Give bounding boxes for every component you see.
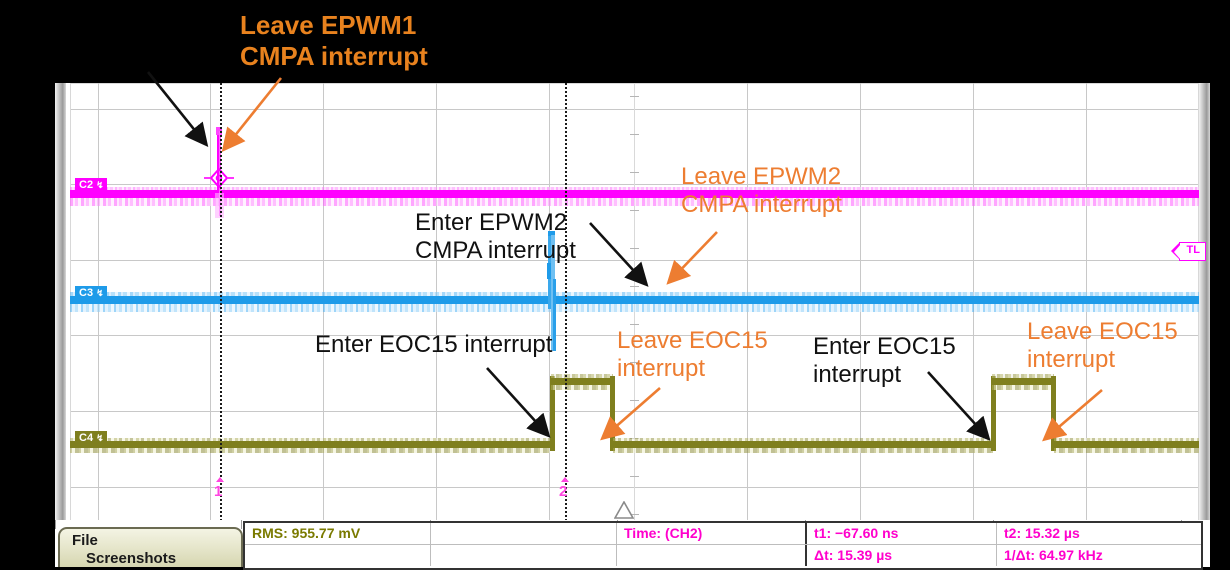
annotation-leave-eoc15-right: Leave EOC15 interrupt bbox=[1027, 318, 1178, 373]
measurement-rms: RMS: 955.77 mV bbox=[245, 523, 431, 544]
annotation-leave-eoc15-left: Leave EOC15 interrupt bbox=[617, 327, 768, 382]
channel-tag-c3-label: C3 bbox=[79, 287, 94, 299]
right-scroll-rail[interactable] bbox=[1199, 83, 1210, 521]
annotation-leave-epwm2: Leave EPWM2 CMPA interrupt bbox=[681, 163, 842, 218]
measurement-blank bbox=[431, 523, 617, 544]
file-button-line1: File bbox=[72, 532, 98, 549]
measurement-blank bbox=[431, 545, 617, 566]
cursor-1-label: 1 bbox=[214, 483, 223, 500]
graticule-grid[interactable]: C2 ↯ C3 ↯ C4 ↯ 1 2 bbox=[70, 83, 1199, 521]
measurement-table[interactable]: RMS: 955.77 mV Time: (CH2) t1: −67.60 ns… bbox=[243, 521, 1203, 570]
cursor-2-label: 2 bbox=[559, 483, 568, 500]
annotation-enter-epwm2: Enter EPWM2 CMPA interrupt bbox=[415, 209, 576, 264]
channel-tag-c3[interactable]: C3 ↯ bbox=[75, 286, 107, 301]
annotation-leave-epwm1: Leave EPWM1 CMPA interrupt bbox=[240, 10, 428, 71]
measurement-blank bbox=[617, 545, 807, 566]
channel-tag-c4[interactable]: C4 ↯ bbox=[75, 431, 107, 446]
measurement-frequency: 1/Δt: 64.97 kHz bbox=[1004, 547, 1103, 563]
measurement-delta-t: Δt: 15.39 µs bbox=[807, 545, 997, 566]
trigger-level-flag-label: TL bbox=[1186, 244, 1200, 256]
channel-tag-c2-label: C2 bbox=[79, 179, 94, 191]
measurement-time-source: Time: (CH2) bbox=[617, 523, 807, 544]
table-row: Δt: 15.39 µs 1/Δt: 64.97 kHz bbox=[245, 544, 1201, 566]
table-row: RMS: 955.77 mV Time: (CH2) t1: −67.60 ns… bbox=[245, 523, 1201, 544]
cursor-1-caret-icon bbox=[216, 477, 224, 482]
trigger-position-marker-icon[interactable] bbox=[614, 501, 634, 519]
cursor-2-line[interactable] bbox=[565, 83, 567, 521]
cursor-1-line[interactable] bbox=[220, 83, 222, 521]
measurement-t1: t1: −67.60 ns bbox=[807, 523, 997, 544]
file-screenshots-button[interactable]: File Screenshots bbox=[58, 527, 243, 567]
annotation-enter-eoc15-right: Enter EOC15 interrupt bbox=[813, 333, 956, 388]
oscilloscope-display: C2 ↯ C3 ↯ C4 ↯ 1 2 TL bbox=[55, 83, 1210, 567]
measurement-t2: t2: 15.32 µs bbox=[1004, 525, 1080, 541]
file-button-line2: Screenshots bbox=[86, 550, 177, 567]
bottom-status-panel: RMS: 955.77 mV Time: (CH2) t1: −67.60 ns… bbox=[55, 520, 1210, 570]
cursor-2-caret-icon bbox=[561, 477, 569, 482]
trigger-level-flag[interactable]: TL bbox=[1170, 241, 1206, 261]
channel-tag-c2[interactable]: C2 ↯ bbox=[75, 178, 107, 193]
left-scroll-rail[interactable] bbox=[55, 83, 66, 521]
annotation-enter-eoc15-left: Enter EOC15 interrupt bbox=[315, 331, 553, 358]
channel-tag-c4-label: C4 bbox=[79, 432, 94, 444]
measurement-blank bbox=[245, 545, 431, 566]
trigger-level-marker-icon[interactable] bbox=[204, 165, 234, 191]
